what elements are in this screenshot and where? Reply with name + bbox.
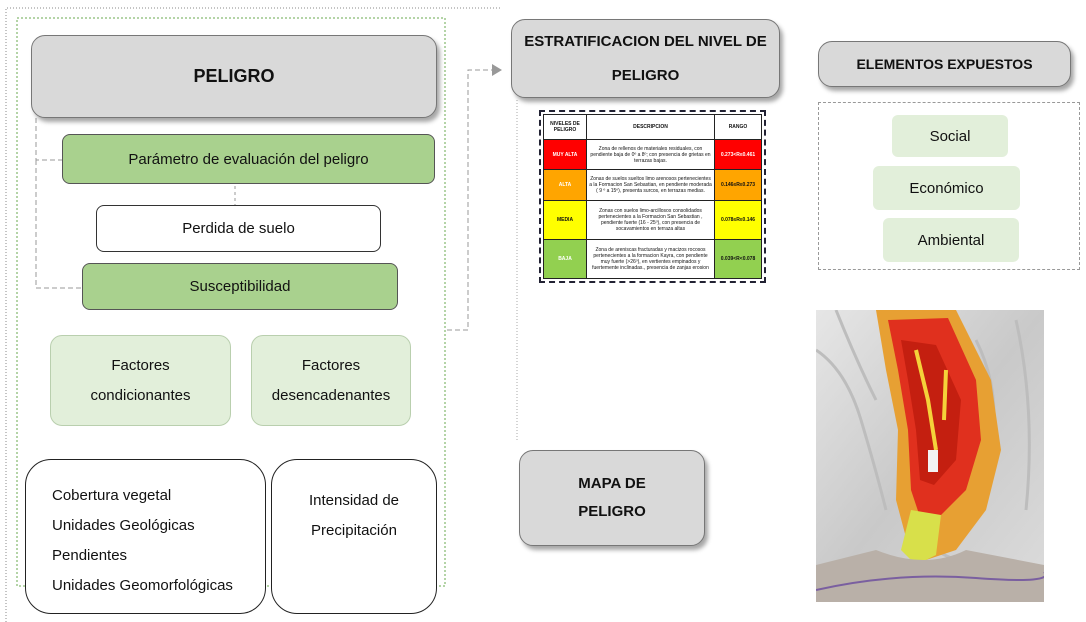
elemento-label: Ambiental: [917, 231, 985, 249]
condicionante-item: Unidades Geomorfológicas: [52, 577, 233, 594]
factores-cond-line2: condicionantes: [90, 386, 191, 404]
range-cell: 0.078≤R≤0.146: [714, 199, 762, 240]
elementos-expuestos-box: ELEMENTOS EXPUESTOS: [818, 41, 1071, 87]
factores-desenc-line2: desencadenantes: [271, 386, 391, 404]
factores-cond-line1: Factores: [111, 356, 170, 374]
level-cell: ALTA: [543, 169, 587, 201]
condicionantes-list-box: Cobertura vegetal Unidades Geológicas Pe…: [25, 459, 266, 614]
condicionante-item: Unidades Geológicas: [52, 517, 195, 534]
mapa-title-line1: MAPA DE: [578, 475, 646, 492]
susceptibilidad-label: Susceptibilidad: [189, 278, 291, 295]
table-row: BAJA Zona de areniscas fracturadas y mac…: [543, 238, 762, 280]
range-cell: 0.039<R<0.078: [714, 238, 762, 280]
factores-desencadenantes-box: Factores desencadenantes: [251, 335, 411, 426]
elemento-social: Social: [892, 115, 1008, 157]
desc-cell: Zona de areniscas fracturadas y macizos …: [586, 238, 715, 280]
level-cell: MUY ALTA: [543, 138, 587, 171]
parametro-label: Parámetro de evaluación del peligro: [128, 150, 369, 168]
table-header-row: NIVELES DE PELIGRO DESCRIPCION RANGO: [543, 114, 762, 140]
elemento-economico: Económico: [873, 166, 1020, 210]
elemento-ambiental: Ambiental: [883, 218, 1019, 262]
table-header: NIVELES DE PELIGRO: [543, 114, 587, 140]
desc-cell: Zonas con suelos limo-arcillosos consoli…: [586, 199, 715, 240]
hazard-map-image: [816, 310, 1044, 602]
elementos-title: ELEMENTOS EXPUESTOS: [856, 56, 1033, 72]
level-cell: BAJA: [543, 238, 587, 280]
estratificacion-title-line1: ESTRATIFICACION DEL NIVEL DE: [524, 32, 767, 50]
mapa-title-line2: PELIGRO: [578, 503, 646, 520]
peligro-table: NIVELES DE PELIGRO DESCRIPCION RANGO MUY…: [543, 114, 762, 280]
perdida-box: Perdida de suelo: [96, 205, 381, 252]
elementos-frame: [818, 102, 1080, 270]
table-header: RANGO: [714, 114, 762, 140]
condicionante-item: Pendientes: [52, 547, 128, 564]
estratificacion-box: ESTRATIFICACION DEL NIVEL DE PELIGRO: [511, 19, 780, 98]
desencadenantes-list-box: Intensidad de Precipitación: [271, 459, 437, 614]
factores-desenc-line1: Factores: [301, 356, 361, 374]
peligro-title: PELIGRO: [193, 66, 275, 86]
perdida-label: Perdida de suelo: [182, 220, 295, 237]
range-cell: 0.146≤R≤0.273: [714, 169, 762, 201]
range-cell: 0.273<R≤0.461: [714, 138, 762, 171]
elemento-label: Social: [929, 127, 971, 145]
desencadenante-item: Precipitación: [311, 522, 397, 539]
level-cell: MEDIA: [543, 199, 587, 240]
desc-cell: Zonas de suelos sueltos limo arenosos pe…: [586, 169, 715, 201]
desc-cell: Zona de rellenos de materiales residuale…: [586, 138, 715, 171]
parametro-box: Parámetro de evaluación del peligro: [62, 134, 435, 184]
desencadenante-item: Intensidad de: [308, 492, 400, 509]
factores-condicionantes-box: Factores condicionantes: [50, 335, 231, 426]
peligro-box: PELIGRO: [31, 35, 437, 118]
table-row: MEDIA Zonas con suelos limo-arcillosos c…: [543, 199, 762, 240]
peligro-table-frame: NIVELES DE PELIGRO DESCRIPCION RANGO MUY…: [539, 110, 766, 283]
estratificacion-title-line2: PELIGRO: [611, 66, 680, 84]
table-row: MUY ALTA Zona de rellenos de materiales …: [543, 138, 762, 171]
table-header: DESCRIPCION: [586, 114, 715, 140]
table-row: ALTA Zonas de suelos sueltos limo arenos…: [543, 169, 762, 201]
susceptibilidad-box: Susceptibilidad: [82, 263, 398, 310]
mapa-peligro-box: MAPA DE PELIGRO: [519, 450, 705, 546]
elemento-label: Económico: [909, 179, 984, 197]
condicionante-item: Cobertura vegetal: [52, 487, 172, 504]
